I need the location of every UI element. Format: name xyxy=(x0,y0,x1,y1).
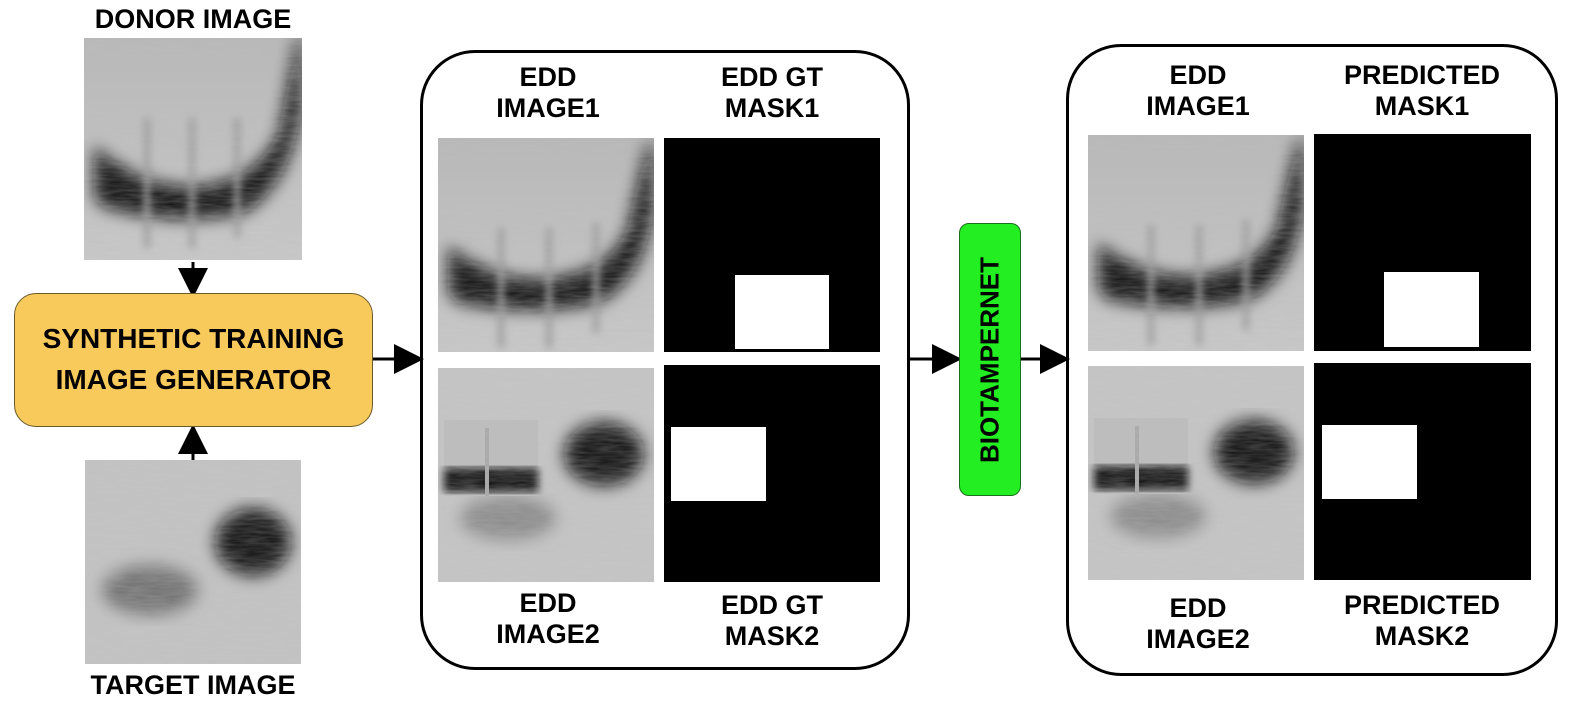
biotampernet-box: BIOTAMPERNET xyxy=(959,223,1021,496)
generator-label-line2: IMAGE GENERATOR xyxy=(55,364,332,395)
panel2-predicted-mask1 xyxy=(1314,134,1531,351)
predicted-region xyxy=(1384,272,1479,347)
edd-ground-truth-panel xyxy=(420,50,910,670)
generator-label-line1: SYNTHETIC TRAINING xyxy=(42,323,345,355)
target-image-label: TARGET IMAGE xyxy=(90,670,296,700)
panel1-gt-mask2 xyxy=(664,365,880,582)
target-blot-image xyxy=(85,460,301,664)
tampered-region xyxy=(671,427,766,501)
prediction-panel xyxy=(1066,44,1558,676)
panel1-edd-image2 xyxy=(438,368,654,582)
panel1-gt-mask1 xyxy=(664,138,880,352)
panel2-predicted-mask2 xyxy=(1314,363,1531,580)
donor-image-label: DONOR IMAGE xyxy=(94,4,292,34)
panel1-edd-image1 xyxy=(438,138,654,352)
predicted-region xyxy=(1322,425,1417,499)
donor-blot-image xyxy=(84,38,302,260)
panel2-edd-image1 xyxy=(1088,135,1304,351)
biotampernet-label: BIOTAMPERNET xyxy=(974,256,1005,463)
tampered-region xyxy=(735,275,829,349)
panel2-edd-image2 xyxy=(1088,366,1304,580)
synthetic-image-generator-box: SYNTHETIC TRAINING IMAGE GENERATOR xyxy=(14,293,373,427)
